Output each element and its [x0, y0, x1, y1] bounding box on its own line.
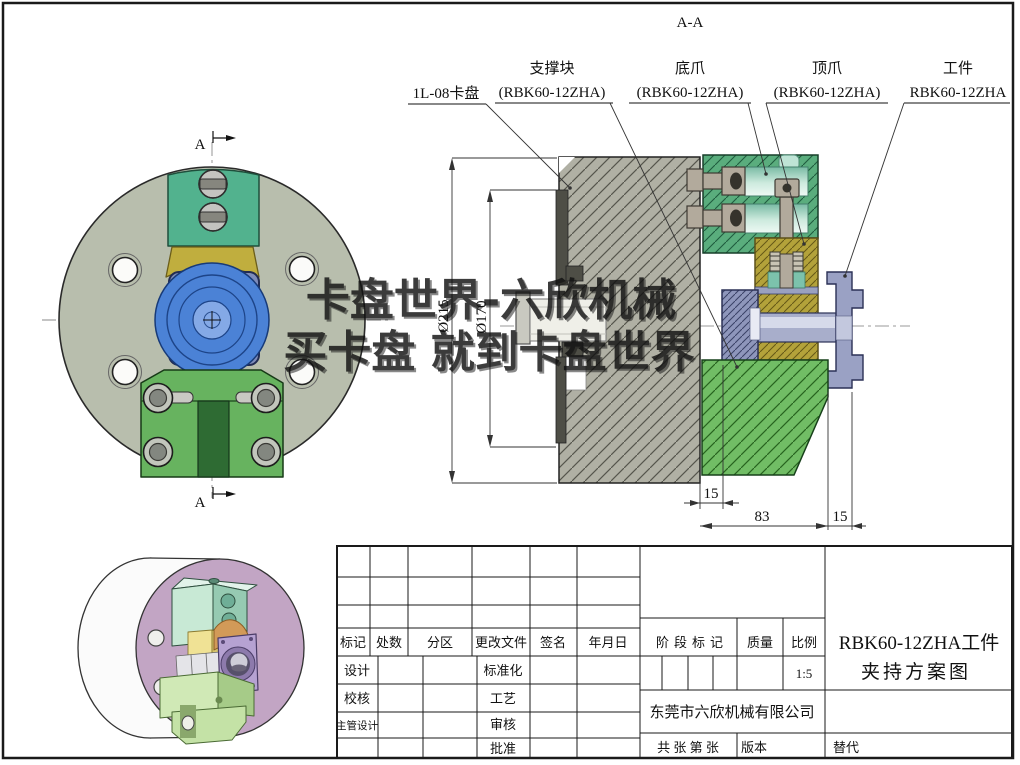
label-top-jaw-text: 顶爪: [812, 61, 842, 77]
section-marker-bottom: A: [195, 487, 236, 511]
workpiece-section: [721, 271, 864, 389]
label-workpiece: 工件 RBK60-12ZHA: [843, 60, 1010, 278]
label-chuck-text: 1L-08卡盘: [413, 84, 480, 102]
face-hole-1: [147, 629, 165, 647]
chuck-face-holes: [108, 252, 319, 389]
cell-design: 设计: [344, 663, 370, 678]
watermark: 卡盘世界-六欣机械 卡盘世界-六欣机械 买卡盘 就到卡盘世界 买卡盘 就到卡盘世…: [283, 275, 696, 380]
front-view: A A: [42, 131, 388, 511]
bottom-jaw-front: [140, 369, 284, 478]
label-base-jaw-sub: (RBK60-12ZHA): [637, 85, 744, 101]
dim-dia170: Ø170: [474, 300, 490, 333]
support-block-section: [701, 359, 829, 476]
jaw-mount-bolt-2: [686, 203, 746, 233]
dim-15-right: 15: [833, 509, 848, 525]
body-dark-rib-upper: [555, 189, 569, 286]
cell-process: 工艺: [490, 691, 516, 706]
cell-mass: 质量: [747, 635, 773, 650]
th-signature: 签名: [540, 635, 566, 650]
label-support-text: 支撑块: [529, 60, 574, 77]
dim-dia215: Ø215: [436, 299, 452, 332]
drawing-title-line2: 夹持方案图: [861, 661, 971, 683]
cell-stage-mark: 阶段标记: [656, 635, 728, 650]
cell-scale-value: 1:5: [796, 666, 813, 681]
cell-audit: 审核: [490, 717, 516, 732]
th-zone: 分区: [427, 635, 453, 650]
cell-chief-design: 主管设计: [336, 719, 378, 732]
title-block: 标记 处数 分区 更改文件 签名 年月日 设计 标准化 校核 工艺 主管设计 审…: [336, 545, 1013, 759]
th-change-doc: 更改文件: [475, 635, 527, 650]
th-count: 处数: [376, 635, 402, 650]
body-dark-step-upper: [565, 265, 584, 282]
green-support-iso: [159, 671, 255, 745]
section-marker-top: A: [195, 131, 236, 153]
dim-83: 83: [755, 509, 770, 525]
watermark-shadow-2: 买卡盘 就到卡盘世界: [285, 329, 696, 380]
section-title: A-A: [677, 15, 704, 31]
label-top-jaw: 顶爪 (RBK60-12ZHA): [765, 61, 888, 246]
cell-check: 校核: [344, 691, 370, 706]
top-jaw-bolts: [198, 169, 228, 232]
section-view: A-A: [408, 15, 1010, 530]
cell-sheets: 共 张 第 张: [657, 740, 719, 755]
cell-standardize: 标准化: [483, 663, 522, 678]
title-block-grid: [337, 546, 1012, 758]
cell-approve: 批准: [490, 741, 516, 756]
watermark-shadow-1: 卡盘世界-六欣机械: [308, 277, 678, 328]
cell-scale-label: 比例: [791, 635, 817, 650]
body-dark-rib-lower: [555, 356, 567, 444]
label-workpiece-sub: RBK60-12ZHA: [910, 85, 1007, 101]
th-date: 年月日: [588, 635, 627, 650]
title-block-frame: [336, 545, 1013, 759]
th-mark: 标记: [340, 635, 366, 650]
label-base-jaw: 底爪 (RBK60-12ZHA): [629, 60, 768, 176]
label-workpiece-text: 工件: [943, 60, 973, 77]
drawing-title-line1: RBK60-12ZHA工件: [839, 632, 999, 654]
section-marker-label: A: [195, 495, 206, 511]
cell-version: 版本: [741, 740, 767, 755]
label-top-jaw-sub: (RBK60-12ZHA): [774, 85, 881, 101]
cell-replace: 替代: [833, 740, 859, 755]
iso-view: [77, 557, 305, 745]
jaw-bolts: [142, 382, 282, 468]
workpiece-front: [154, 262, 270, 378]
body-chamfer: [559, 157, 575, 173]
watermark-line1: 卡盘世界-六欣机械: [306, 275, 676, 326]
label-base-jaw-text: 底爪: [675, 60, 705, 77]
dimensions: [449, 157, 866, 530]
watermark-line2: 买卡盘 就到卡盘世界: [283, 327, 694, 378]
label-support-block: 支撑块 (RBK60-12ZHA): [495, 60, 739, 369]
title-block-text: 标记 处数 分区 更改文件 签名 年月日 设计 标准化 校核 工艺 主管设计 审…: [336, 632, 999, 756]
jaw-slot: [197, 400, 230, 478]
dim-15-left: 15: [704, 486, 719, 502]
section-marker-label: A: [195, 137, 206, 153]
label-chuck: 1L-08卡盘: [408, 84, 572, 190]
label-support-sub: (RBK60-12ZHA): [499, 85, 606, 101]
company-name: 东莞市六欣机械有限公司: [649, 704, 814, 721]
part-labels: 1L-08卡盘 支撑块 (RBK60-12ZHA) 底爪 (RBK60-12ZH…: [408, 60, 1010, 369]
jaw-bore-lower: [744, 203, 809, 234]
jaw-mount-bolt-1: [686, 166, 746, 196]
